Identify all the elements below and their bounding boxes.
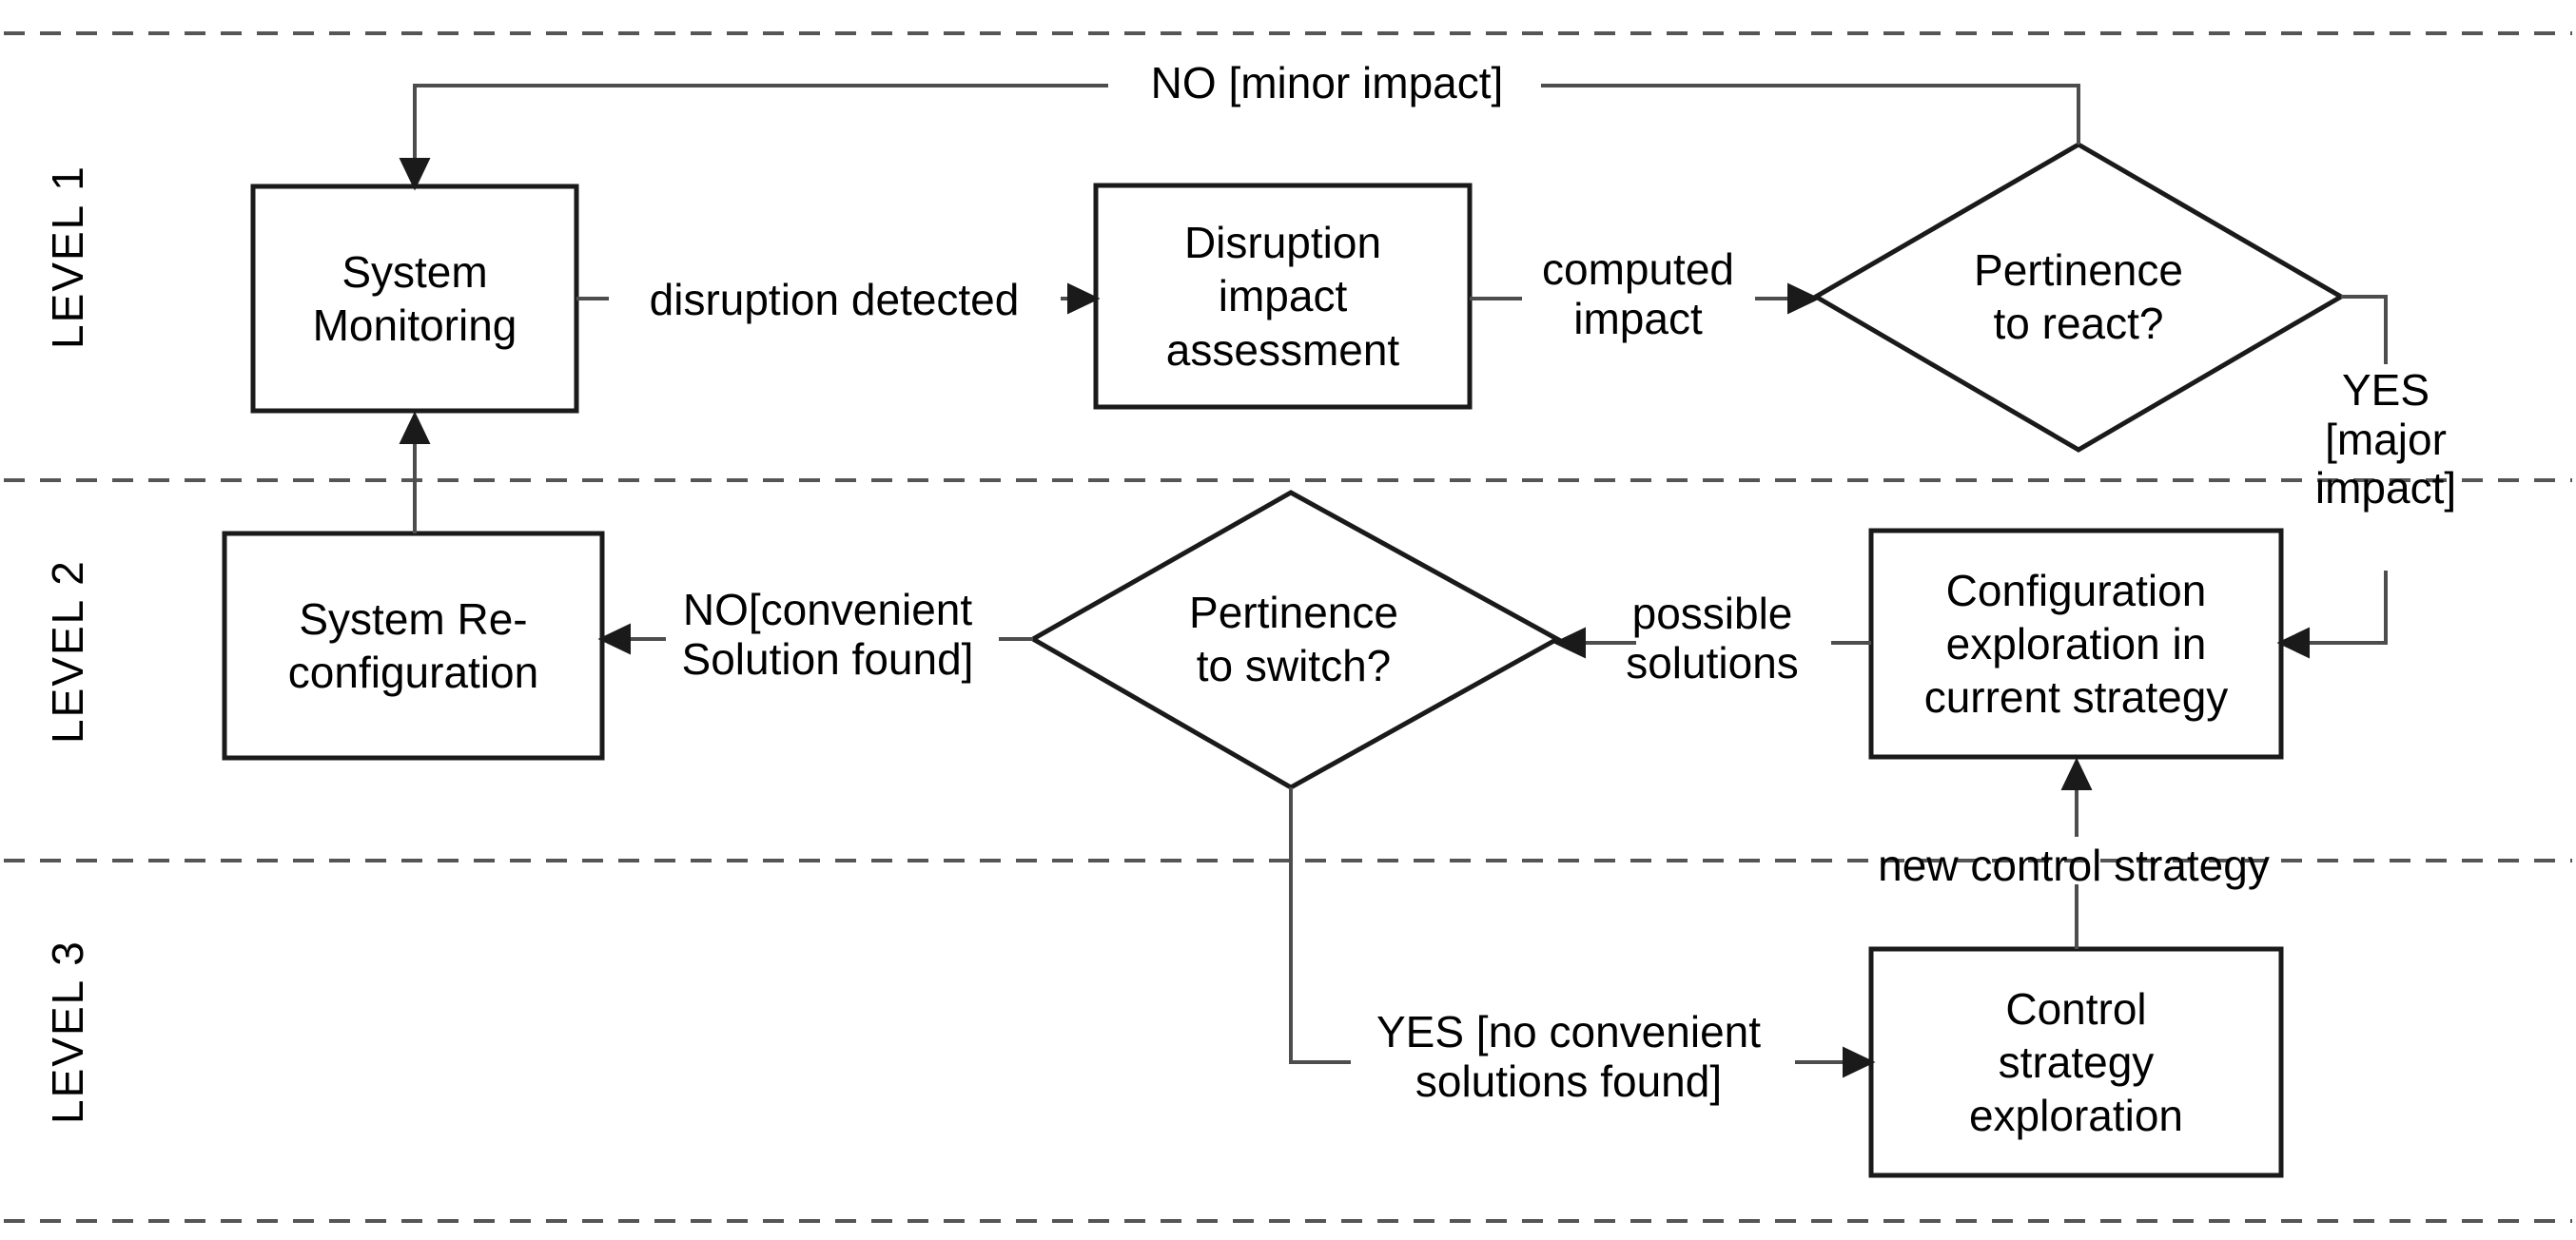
lane-dividers — [4, 31, 2572, 1223]
edge-no-minor-impact-line-left — [399, 84, 1108, 191]
edge-label-disruption-detected: disruption detected — [649, 275, 1020, 324]
node-disruption-impact-assessment — [1093, 183, 1473, 410]
edge-label-possible-solutions: possible solutions — [1626, 589, 1799, 688]
edge-label-new-control-strategy: new control strategy — [1878, 841, 2270, 890]
node-system-monitoring — [250, 184, 579, 414]
edge-label-computed-impact: computed impact — [1541, 244, 1734, 343]
lane-label-level-1: LEVEL 1 — [43, 165, 92, 349]
lane-label-level-3: LEVEL 3 — [43, 940, 92, 1124]
edge-label-yes-no-convenient-solutions-found: YES [no convenient solutions found] — [1376, 1007, 1762, 1106]
edge-yes-major-impact-lower — [2276, 571, 2388, 659]
edge-label-no-convenient-solution-found: NO[convenient Solution found] — [681, 585, 974, 684]
lane-label-level-2: LEVEL 2 — [43, 559, 92, 744]
node-pertinence-to-react — [1811, 142, 2346, 453]
node-configuration-exploration — [1868, 528, 2284, 760]
edge-yes-major-impact-upper — [2341, 295, 2388, 364]
edge-yes-no-convenient-upper — [1289, 787, 1351, 1064]
node-pertinence-to-switch — [1027, 490, 1563, 790]
node-control-strategy-exploration — [1868, 946, 2284, 1178]
edge-label-yes-major-impact: YES [major impact] — [2314, 365, 2457, 513]
node-system-reconfiguration — [222, 531, 605, 761]
edge-label-no-minor-impact: NO [minor impact] — [1150, 58, 1504, 107]
edge-no-minor-impact-line — [1541, 84, 2080, 145]
